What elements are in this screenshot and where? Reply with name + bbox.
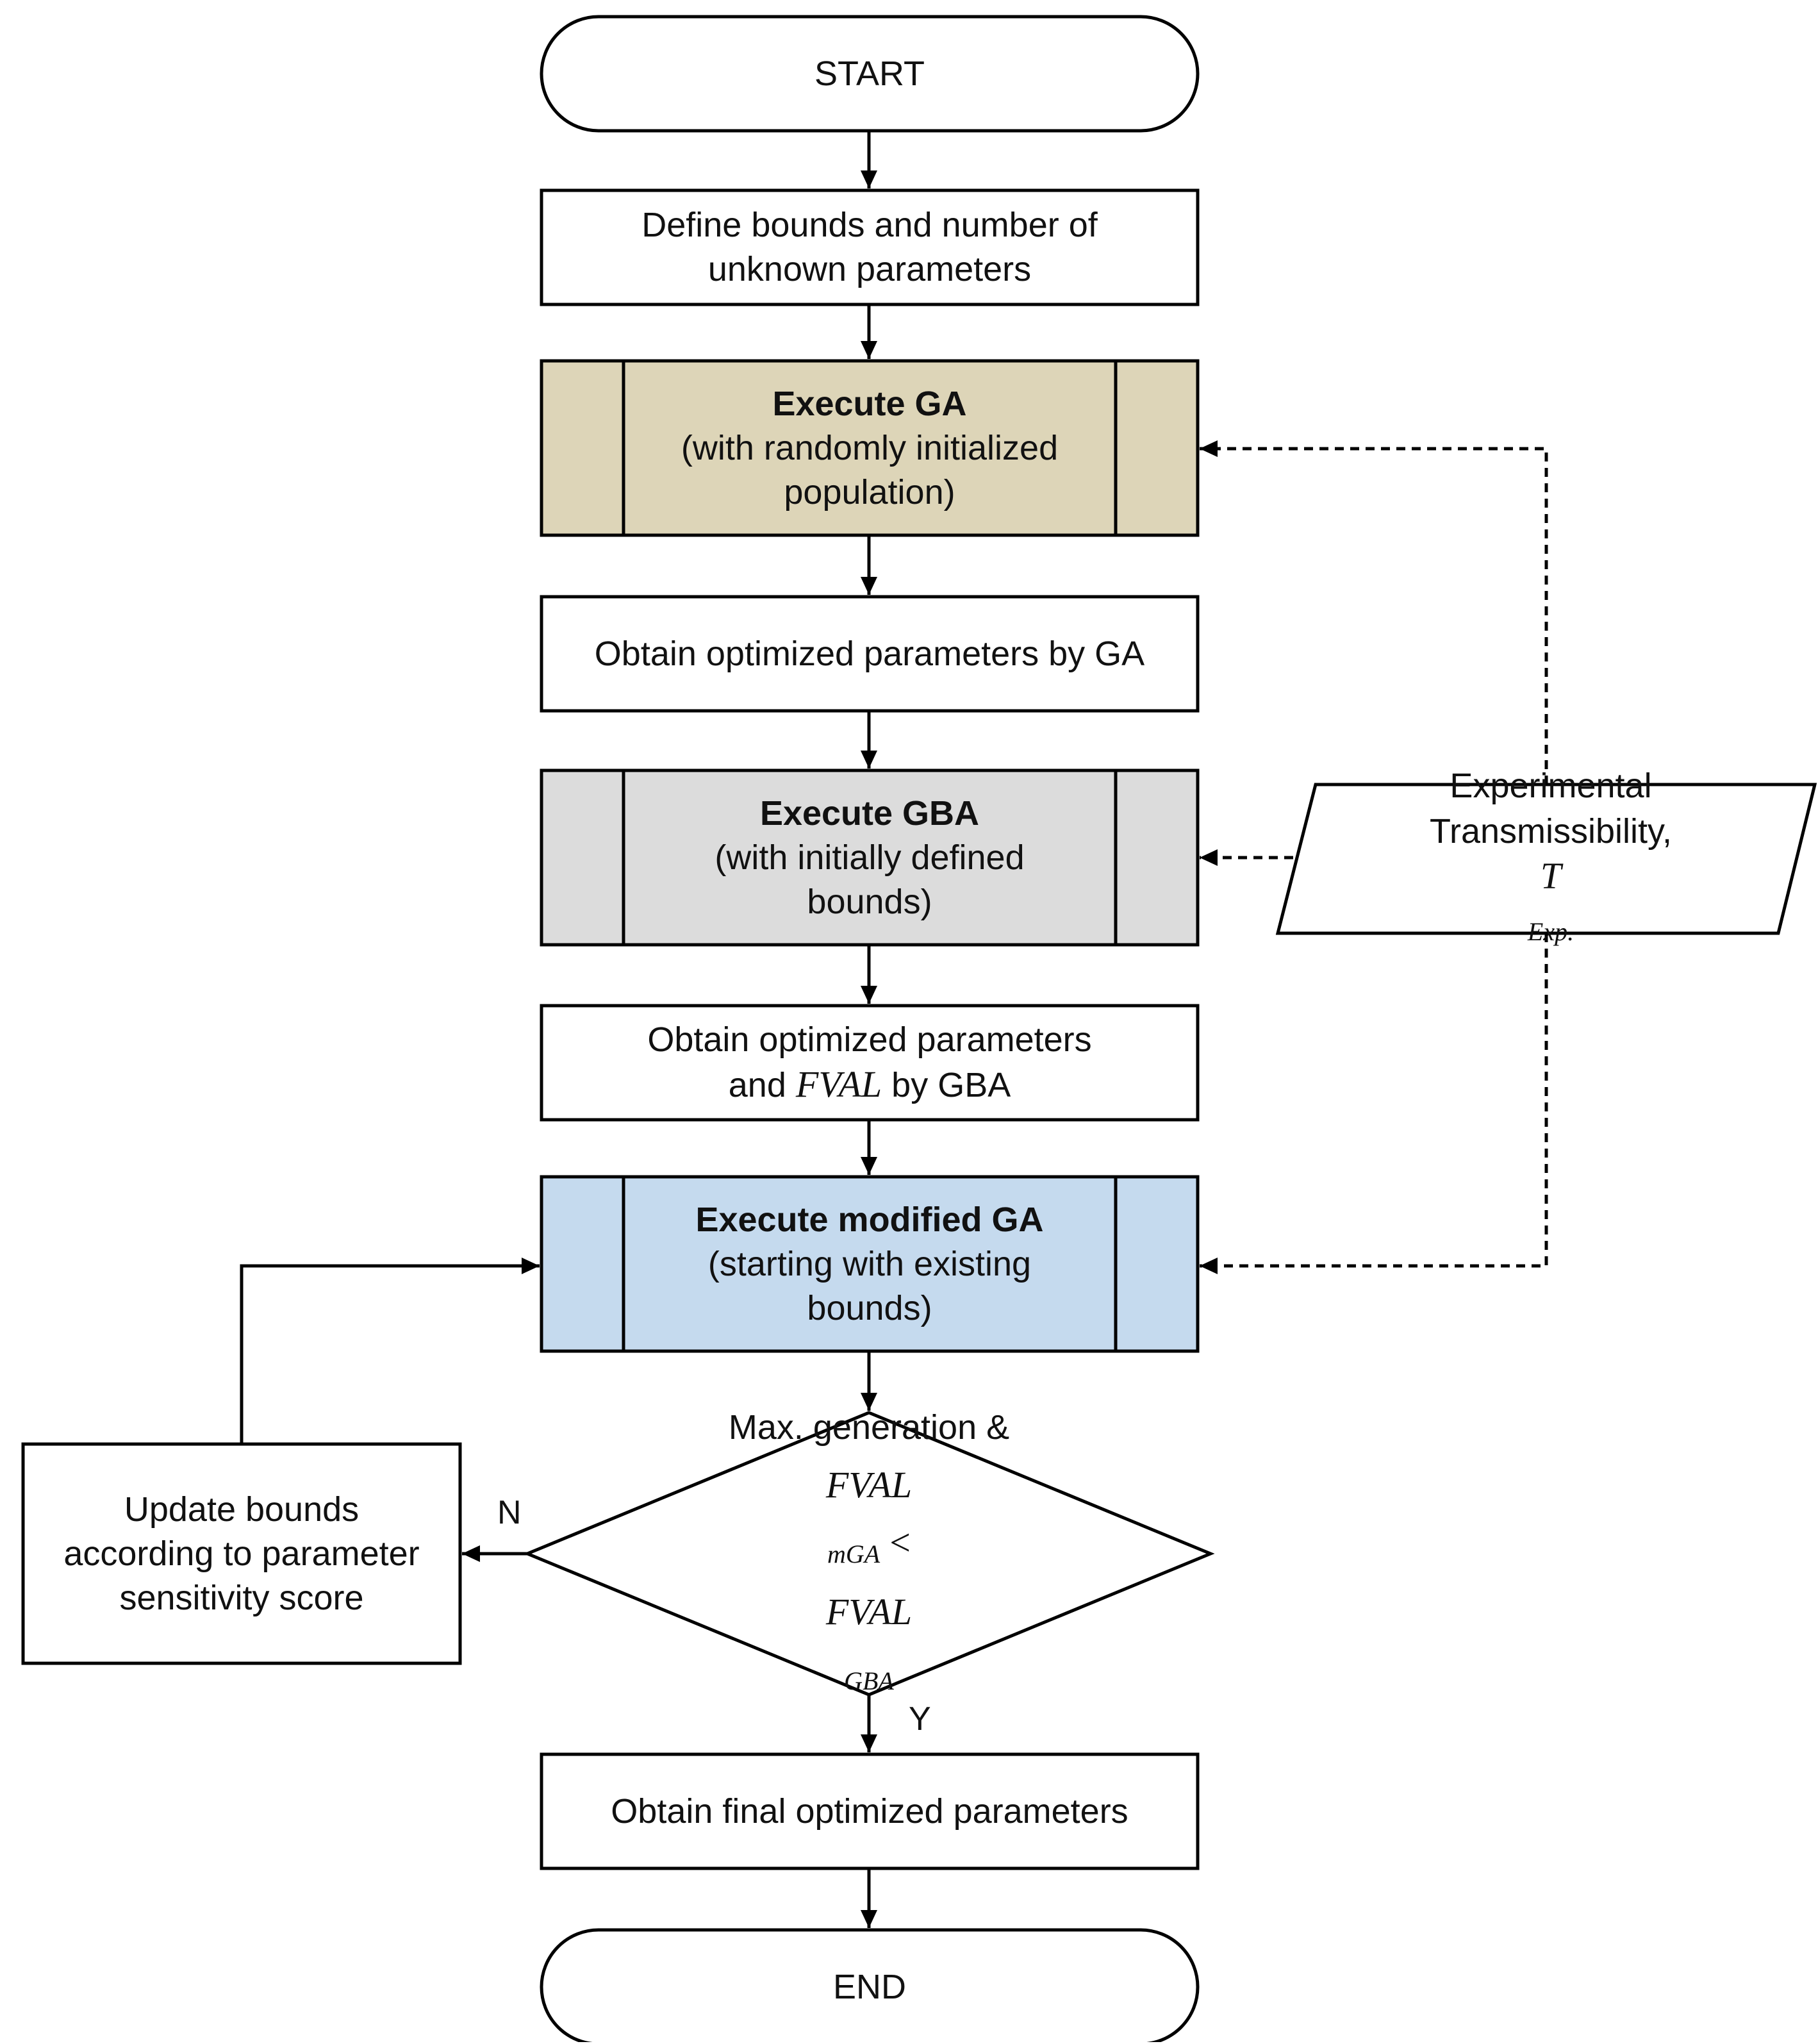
execute-ga-text: Execute GA (with randomly initialized po… (624, 361, 1116, 535)
arrow-update-to-mga (240, 1258, 540, 1444)
execute-gba-text: Execute GBA (with initially defined boun… (624, 770, 1116, 945)
execute-gba-title: Execute GBA (759, 794, 980, 833)
yes-branch-label: Y (909, 1700, 931, 1738)
final-parameters-text: Obtain final optimized parameters (611, 1791, 1128, 1831)
no-branch-label: N (497, 1494, 522, 1531)
execute-mga-text: Execute modified GA (starting with exist… (624, 1177, 1116, 1351)
obtain-ga-box (540, 595, 1200, 713)
dashed-arrow-exp-to-mga (1200, 933, 1548, 1274)
final-parameters-box (540, 1752, 1200, 1870)
execute-gba-box (540, 769, 1200, 947)
start-label: START (814, 54, 925, 93)
update-bounds-text: Update bounds according to parameter sen… (63, 1490, 420, 1617)
update-bounds-box (21, 1442, 462, 1665)
end-terminator (540, 1928, 1200, 2042)
obtain-gba-box (540, 1004, 1200, 1122)
execute-ga-title: Execute GA (772, 384, 967, 423)
obtain-gba-text: Obtain optimized parameters and FVAL by … (647, 1020, 1092, 1105)
execute-mga-box (540, 1175, 1200, 1353)
execute-ga-box (540, 359, 1200, 537)
obtain-ga-text: Obtain optimized parameters by GA (594, 634, 1145, 673)
define-bounds-box (540, 188, 1200, 306)
end-label: END (832, 1967, 906, 2006)
fval-math: FVAL (795, 1063, 882, 1105)
execute-mga-title: Execute modified GA (695, 1200, 1044, 1239)
experimental-data-parallelogram (1275, 783, 1817, 935)
dashed-arrow-exp-to-ga (1200, 440, 1548, 785)
define-bounds-text: Define bounds and number of unknown para… (641, 206, 1098, 288)
